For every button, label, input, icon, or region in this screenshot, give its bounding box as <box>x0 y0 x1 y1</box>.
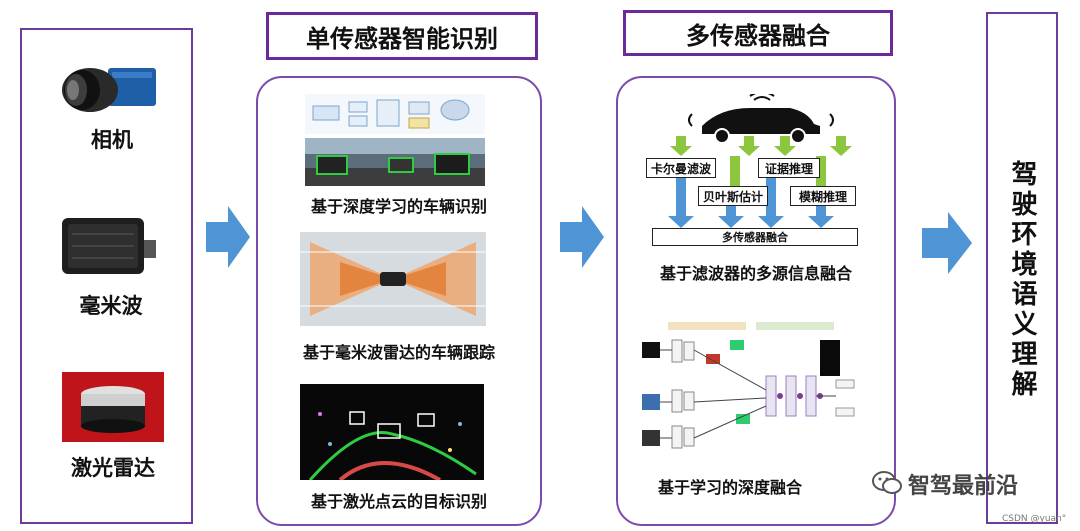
flow-arrow-1 <box>206 206 250 268</box>
radar-tracking-image <box>300 232 486 326</box>
car-icon <box>688 94 834 144</box>
fusion-title: 多传感器融合 <box>623 10 893 56</box>
fuzzy-reasoning-box: 模糊推理 <box>790 186 856 206</box>
bayes-estimation-box: 贝叶斯估计 <box>698 186 768 206</box>
lidar-pointcloud-image <box>300 384 484 480</box>
sensor-panel <box>20 28 193 524</box>
mmwave-radar-image <box>58 210 164 280</box>
output-label: 驾驶环境语义理解 <box>1007 160 1037 400</box>
single-sensor-panel <box>256 76 542 526</box>
deep-fusion-caption: 基于学习的深度融合 <box>657 478 802 497</box>
flow-arrow-3 <box>922 212 972 274</box>
radar-tracking-caption: 基于毫米波雷达的车辆跟踪 <box>302 343 495 362</box>
vehicle-detection-caption: 基于深度学习的车辆识别 <box>310 197 487 216</box>
mmwave-radar-label: 毫米波 <box>79 294 143 318</box>
vehicle-detection-image <box>305 94 485 186</box>
fusion-panel <box>616 76 896 526</box>
single-sensor-title: 单传感器智能识别 <box>266 12 538 60</box>
wechat-icon <box>872 470 902 496</box>
camera-image <box>60 62 164 114</box>
deep-fusion-network-image <box>642 322 855 449</box>
output-panel <box>986 12 1058 524</box>
lidar-image <box>62 372 164 442</box>
watermark-brand: 智驾最前沿 <box>908 474 1019 499</box>
lidar-pointcloud-caption: 基于激光点云的目标识别 <box>310 492 487 511</box>
flow-arrow-2 <box>560 206 604 268</box>
filter-fusion-caption: 基于滤波器的多源信息融合 <box>659 264 852 283</box>
lidar-label: 激光雷达 <box>71 456 155 480</box>
camera-label: 相机 <box>91 128 133 152</box>
watermark-csdn: CSDN @yuan° <box>1002 514 1067 524</box>
evidence-reasoning-box: 证据推理 <box>758 158 820 178</box>
fusion-bar: 多传感器融合 <box>652 228 858 246</box>
kalman-filter-box: 卡尔曼滤波 <box>646 158 716 178</box>
